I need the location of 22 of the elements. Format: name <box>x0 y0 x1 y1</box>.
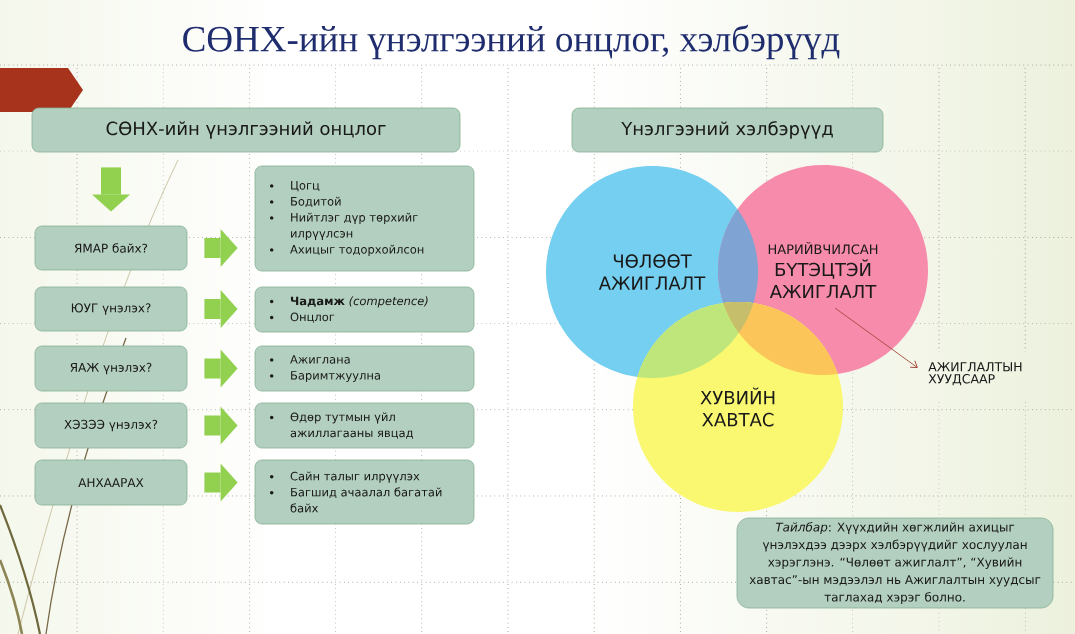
block-arrow <box>204 290 238 328</box>
question-box: АНХААРАХ <box>34 459 188 506</box>
bullet-list-box: Сайн талыг илрүүлэх Багшид ачаалал багатай байх <box>254 459 475 525</box>
block-arrow <box>204 406 238 445</box>
heading-box: СӨНХ-ийн үнэлгээний онцлог <box>31 107 461 153</box>
question-box: ЯМАР байх? <box>34 225 188 271</box>
block-arrow <box>204 229 238 267</box>
heading-box: Үнэлгээний хэлбэрүүд <box>571 107 884 153</box>
title: СӨНХ-ийн үнэлгээний онцлог, хэлбэрүүд <box>183 24 840 60</box>
question-box: ХЭЗЭЭ үнэлэх? <box>34 402 188 449</box>
callout-text: АЖИГЛАЛТЫН ХУУДСААР <box>928 362 1022 386</box>
leader-line <box>834 307 918 368</box>
block-arrow <box>204 463 238 502</box>
question-box: ЮУГ үнэлэх? <box>34 286 188 332</box>
bullet-list-box: Ажиглана Баримтжуулна <box>254 345 475 392</box>
bullet-list-box: Цогц Бодитой Нийтлэг дүр төрхийг илрүүлсэн Ахицыг тодорхойлсон <box>254 165 475 272</box>
question-box: ЯАЖ үнэлэх? <box>34 345 188 392</box>
bullet-list-box: Чадамж (competence) Онцлог <box>254 286 475 333</box>
bullet-list-box: Өдөр тутмын үйл ажиллагааны явцад <box>254 402 475 449</box>
note-box: Тайлбар: Хүүхдийн хөгжлийн ахицыг үнэлэхдээ дээрх хэлбэрүүдийг хослуулан хэрэглэнэ. “Чөлөөт ажиглалт”, “Хувийн хавтас”-ын мэдээлэл нь Ажиглалтын хуудсыг таглахад хэрэг болно. <box>736 517 1054 609</box>
block-arrow <box>92 167 130 212</box>
block-arrow <box>204 349 238 388</box>
